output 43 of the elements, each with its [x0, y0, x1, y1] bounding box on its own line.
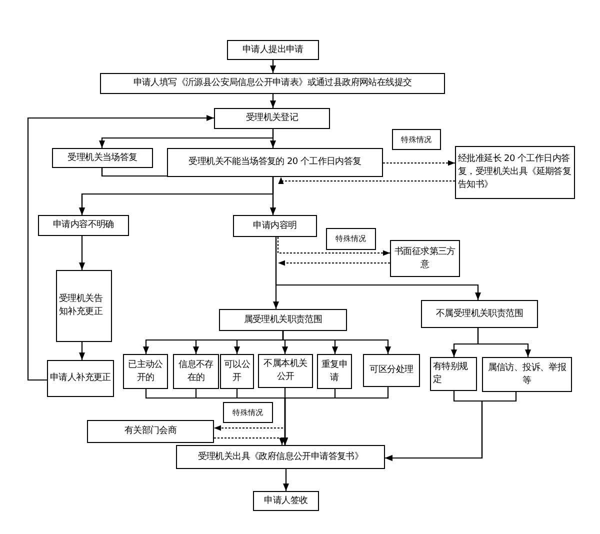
process-box: 属受理机关职责范围 [219, 309, 347, 331]
process-box: 不属受理机关职责范围 [421, 300, 538, 328]
process-box: 申请内容明 [233, 215, 317, 237]
process-box: 申请人填写《沂源县公安局信息公开申请表》或通过县政府网站在线提交 [100, 73, 445, 94]
arrow [282, 331, 392, 354]
process-box: 书面征求第三方意 [390, 240, 460, 277]
arrow [78, 342, 86, 360]
arrow [282, 469, 290, 491]
arrow [275, 237, 482, 300]
process-box: 申请人补充更正 [47, 360, 114, 397]
process-box: 受理机关不能当场答复的 20 个工作日内答复 [167, 148, 383, 177]
dotted-arrow [278, 236, 390, 256]
dotted-arrow [214, 388, 286, 431]
process-box: 有特别规定 [430, 357, 477, 391]
arrow [270, 94, 276, 108]
dotted-arrow [382, 160, 456, 166]
process-box: 属信访、投诉、举报等 [482, 357, 572, 392]
process-box: 已主动公开的 [123, 354, 168, 389]
process-box: 申请内容不明确 [38, 215, 129, 236]
arrow [282, 388, 288, 445]
arrow [385, 392, 517, 462]
arrow [270, 129, 276, 148]
dotted-arrow [214, 438, 285, 446]
process-box: 可区分处理 [363, 354, 420, 387]
process-box: 有关部门会商 [87, 420, 214, 443]
arrow [78, 236, 86, 270]
process-box: 信息不存在的 [173, 354, 219, 389]
dotted-arrow [278, 260, 390, 266]
arrow [27, 114, 214, 381]
process-box: 不属本机关公开 [258, 354, 313, 388]
process-box: 申请人提出申请 [227, 40, 319, 60]
process-box: 申请人签收 [253, 491, 319, 511]
arrow [270, 60, 276, 73]
process-box: 重复申请 [317, 354, 352, 389]
dotted-arrow [278, 176, 456, 184]
arrow [477, 328, 532, 357]
process-box: 经批准延长 20 个工作日内答复，受理机关出具《延期答复告知书》 [455, 146, 575, 199]
process-box: 可以公开 [220, 354, 254, 389]
process-box: 受理机关当场答复 [52, 148, 153, 168]
process-box: 受理机关出具《政府信息公开申请答复书》 [176, 445, 385, 469]
process-box: 受理机关告知补充更正 [56, 270, 112, 342]
arrow [270, 177, 276, 215]
process-box: 受理机关登记 [214, 108, 330, 129]
